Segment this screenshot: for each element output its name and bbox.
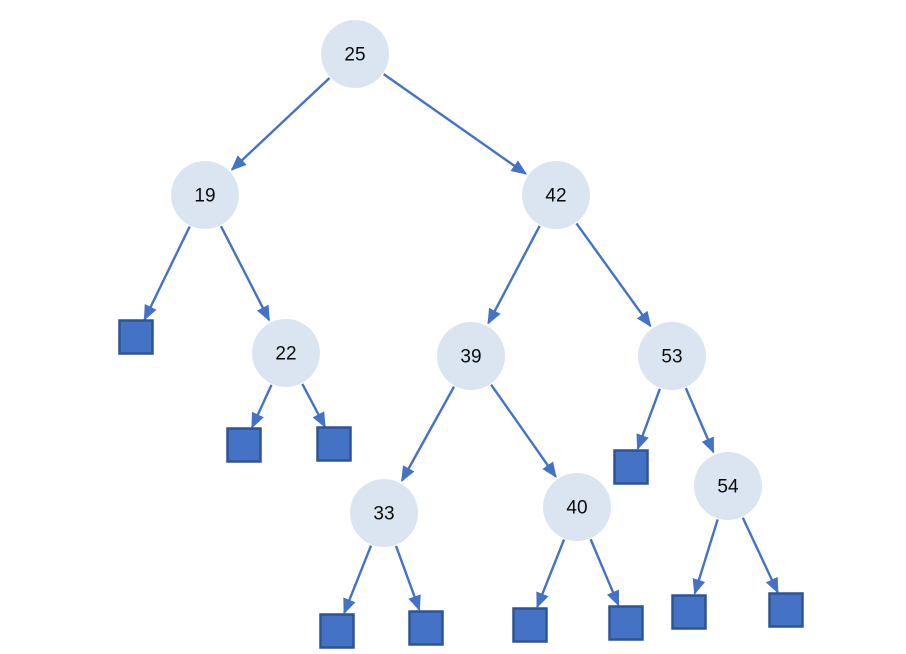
edge-n42-n53 <box>575 222 652 328</box>
edge-n40-leafH <box>589 538 620 607</box>
tree-node-label: 22 <box>275 344 296 365</box>
leaf-node <box>613 449 649 485</box>
tree-node-22 <box>252 319 320 387</box>
edge-n25-n42 <box>382 73 527 175</box>
edge-n22-leafC <box>301 383 326 429</box>
tree-node-label: 33 <box>373 504 394 525</box>
leaf-node <box>408 610 444 646</box>
leaf-node <box>608 605 644 641</box>
edge-n54-leafI <box>692 519 719 595</box>
leaf-node <box>226 427 262 463</box>
edge-n33-leafF <box>394 545 421 612</box>
leaf-node <box>512 607 548 643</box>
tree-node-label: 53 <box>661 347 682 368</box>
edge-n39-n33 <box>400 386 456 483</box>
leaf-node <box>118 319 154 355</box>
tree-node-19 <box>171 161 239 229</box>
tree-node-54 <box>694 452 762 520</box>
tree-node-label: 19 <box>194 186 215 207</box>
leaf-node <box>316 426 352 462</box>
edge-n53-n54 <box>684 387 715 454</box>
edge-n54-leafJ <box>741 517 779 594</box>
edge-n19-leafA <box>143 225 191 321</box>
tree-node-33 <box>350 479 418 547</box>
edge-n39-n40 <box>490 383 557 478</box>
tree-node-39 <box>437 322 505 390</box>
edge-n33-leafE <box>343 545 373 615</box>
edge-n22-leafB <box>251 384 273 429</box>
tree-node-label: 42 <box>545 186 566 207</box>
tree-node-40 <box>543 473 611 541</box>
edge-n42-n39 <box>487 225 541 325</box>
leaf-node <box>319 613 355 649</box>
tree-node-53 <box>638 322 706 390</box>
tree-node-label: 39 <box>460 347 481 368</box>
tree-node-label: 25 <box>344 45 365 66</box>
leaf-node <box>768 592 804 628</box>
edge-n25-n19 <box>230 77 331 171</box>
edge-n40-leafG <box>536 539 566 609</box>
leaf-node <box>671 594 707 630</box>
edge-n19-n22 <box>219 225 271 322</box>
tree-node-label: 54 <box>717 477 739 498</box>
tree-node-label: 40 <box>566 498 587 519</box>
edge-n53-leafD <box>636 388 661 451</box>
tree-node-42 <box>522 161 590 229</box>
tree-node-25 <box>321 20 389 88</box>
